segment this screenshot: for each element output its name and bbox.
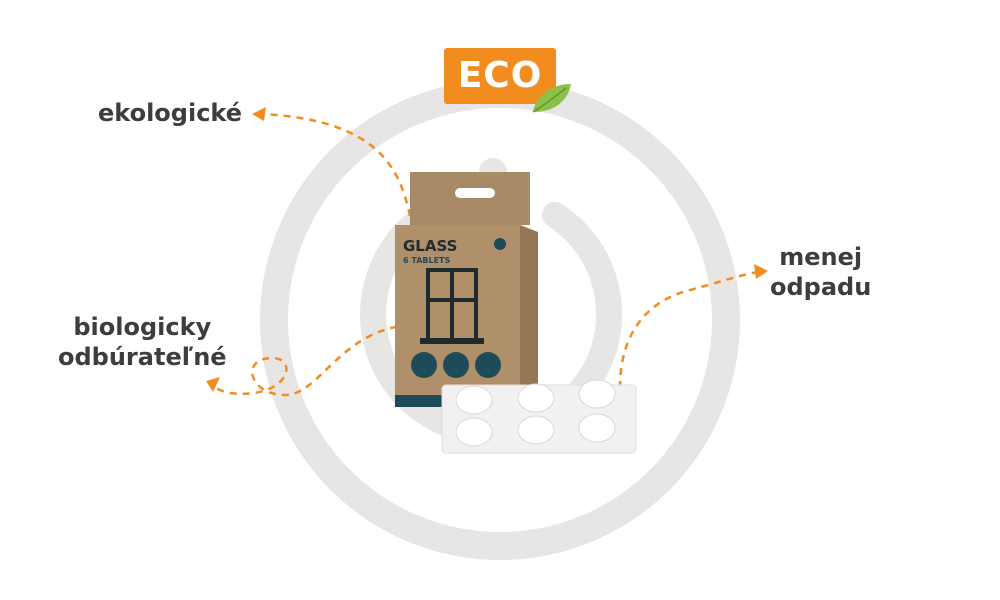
arrow-icon [206, 377, 220, 392]
label-menej-line2: odpadu [770, 273, 872, 301]
label-bio-line2: odbúrateľné [58, 343, 227, 371]
arrow-to-biologicky [211, 323, 411, 397]
arrow-icon [754, 264, 768, 279]
label-biologicky-odburatelne: biologicky odbúrateľné [58, 312, 227, 372]
arrow-icon [252, 107, 266, 121]
eco-badge: ECO [444, 48, 556, 104]
package-title: GLASS [403, 237, 457, 255]
label-menej-line1: menej [779, 243, 863, 271]
arrow-to-ekologicke [261, 112, 412, 217]
label-ekologicke: ekologické [98, 99, 243, 127]
arrow-to-menej [618, 270, 759, 389]
label-bio-line1: biologicky [73, 313, 212, 341]
package-subtitle: 6 TABLETS [403, 256, 450, 265]
label-menej-odpadu: menej odpadu [770, 242, 871, 302]
window-icon [420, 268, 484, 344]
